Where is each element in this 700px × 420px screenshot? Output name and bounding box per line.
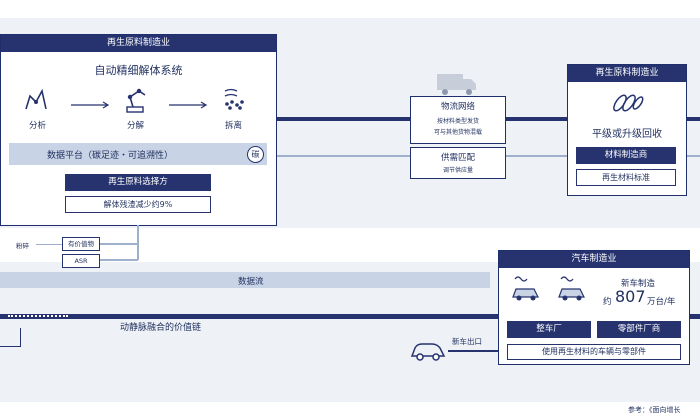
connector-line: [95, 243, 138, 245]
asr-box: ASR: [62, 254, 100, 268]
logistics-line1: 按材料类型发货: [436, 118, 479, 125]
connector-line: [36, 244, 62, 245]
source-note: 参考：《面向增长: [628, 406, 681, 414]
supply-line1: 调节供应量: [442, 167, 473, 174]
data-flow-label: 数据流: [238, 277, 264, 287]
using-box: 使用再生材料的车辆与零部件: [507, 344, 681, 360]
parts-box: 零部件厂商: [597, 321, 681, 338]
bracket-line: [0, 328, 21, 347]
value-chain-dots: [8, 315, 68, 319]
arrow-icon: [71, 101, 110, 109]
new-car-export-label: 新车出口: [452, 337, 482, 346]
right-panel-header: 再生原料制造业: [568, 65, 686, 82]
car-factory-icon: [512, 276, 539, 301]
step-analysis: 分析: [29, 121, 47, 131]
main-flow-line: [0, 117, 700, 121]
left-panel: 再生原料制造业 自动精细解体系统 分析 分解 拆离 数据平台（碳足迹・可追溯性）…: [0, 34, 277, 226]
supply-box: 供需匹配 调节供应量: [410, 147, 506, 179]
factory-box: 整车厂: [507, 321, 591, 338]
arrow-icon: [169, 101, 208, 109]
car-parts-icon: [558, 276, 585, 301]
step-disassembly: 分解: [127, 121, 145, 131]
data-flow-bar: [0, 272, 490, 288]
logistics-line2: 可与其他货物混载: [433, 129, 482, 136]
right-panel: 再生原料制造业 平级或升级回收 材料制造商 再生材料标准: [567, 64, 687, 196]
robot-arm-icon: [126, 88, 146, 113]
value-chain-label: 动静脉融合的价值链: [120, 323, 202, 333]
system-title: 自动精细解体系统: [94, 64, 183, 77]
logistics-title: 物流网络: [440, 102, 475, 112]
export-line: [448, 350, 498, 352]
left-panel-header: 再生原料制造业: [1, 35, 276, 52]
logistics-box: 物流网络 按材料类型发货 可与其他货物混载: [410, 96, 506, 144]
manufacturer-box: 材料制造商: [576, 147, 676, 164]
data-platform-label: 数据平台（碳足迹・可追溯性）: [47, 151, 174, 161]
material-icon: [613, 94, 644, 112]
reduction-box: 解体残渣减少约9%: [65, 196, 211, 213]
valuable-box: 有价值物: [62, 237, 100, 251]
unit-label: 万台/年: [647, 297, 676, 307]
analysis-icon: [25, 88, 47, 110]
platform-badge: 碳: [247, 146, 264, 163]
truck-icon: [437, 74, 476, 95]
supply-title: 供需匹配: [440, 153, 475, 163]
step-separation: 拆离: [225, 121, 243, 131]
car-icon: [410, 343, 446, 361]
new-car-label: 新车制造: [621, 279, 656, 289]
grade-label: 平级或升级回收: [592, 129, 662, 140]
connector-line: [95, 259, 138, 261]
value-chain-line: [0, 314, 700, 319]
selector-box: 再生原料选择方: [65, 174, 211, 191]
auto-panel-header: 汽车制造业: [499, 251, 689, 268]
separation-icon: [224, 88, 244, 110]
data-platform-bar: [9, 143, 267, 165]
crush-label: 粉碎: [16, 242, 29, 250]
volume-value: 807: [615, 287, 646, 306]
standard-box: 再生材料标准: [576, 169, 676, 186]
auto-panel: 汽车制造业 新车制造 约 807 万台/年 整车厂 零部件厂商 使用再生材料的车…: [498, 250, 690, 365]
connector-line: [137, 225, 139, 260]
approx-label: 约: [603, 297, 612, 307]
